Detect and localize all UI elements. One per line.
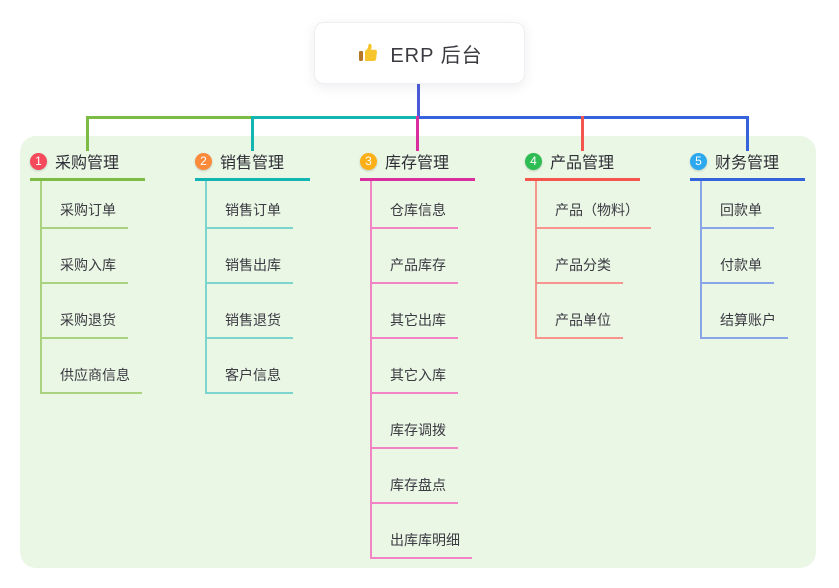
- tree-node-item[interactable]: 产品库存: [372, 229, 458, 284]
- tree-node-item[interactable]: 采购入库: [42, 229, 128, 284]
- branch-column: 5 财务管理 回款单 付款单 结算账户: [690, 150, 805, 339]
- tree-node-label: 采购入库: [60, 257, 116, 273]
- tree-node-item[interactable]: 采购退货: [42, 284, 128, 339]
- branch-items: 销售订单 销售出库 销售退货 客户信息: [205, 181, 293, 394]
- branch-title: 库存管理: [385, 155, 450, 172]
- tree-node-item[interactable]: 出库库明细: [372, 504, 472, 559]
- branch-header[interactable]: 4 产品管理: [525, 150, 640, 181]
- tree-node-label: 回款单: [720, 202, 762, 218]
- tree-node-item[interactable]: 销售退货: [207, 284, 293, 339]
- branch-items: 回款单 付款单 结算账户: [700, 181, 788, 339]
- branch-number-badge: 3: [360, 152, 377, 170]
- root-node-title: ERP 后台: [390, 44, 483, 67]
- branch-number-badge: 4: [525, 152, 542, 170]
- tree-node-item[interactable]: 产品单位: [537, 284, 623, 339]
- branch-title: 销售管理: [220, 155, 285, 172]
- tree-node-item[interactable]: 其它入库: [372, 339, 458, 394]
- tree-node-label: 其它入库: [390, 367, 446, 383]
- thumbs-up-icon: [356, 41, 380, 65]
- tree-node-item[interactable]: 供应商信息: [42, 339, 142, 394]
- tree-node-item[interactable]: 客户信息: [207, 339, 293, 394]
- tree-node-item[interactable]: 其它出库: [372, 284, 458, 339]
- branch-number-badge: 1: [30, 152, 47, 170]
- tree-node-label: 其它出库: [390, 312, 446, 328]
- branch-items: 采购订单 采购入库 采购退货 供应商信息: [40, 181, 142, 394]
- tree-node-label: 仓库信息: [390, 202, 446, 218]
- tree-node-label: 出库库明细: [390, 532, 460, 548]
- tree-node-label: 产品单位: [555, 312, 611, 328]
- tree-node-label: 付款单: [720, 257, 762, 273]
- branch-number-badge: 2: [195, 152, 212, 170]
- branch-header[interactable]: 2 销售管理: [195, 150, 310, 181]
- tree-node-label: 产品库存: [390, 257, 446, 273]
- branches-panel: [20, 136, 816, 568]
- tree-node-item[interactable]: 产品分类: [537, 229, 623, 284]
- branch-items: 仓库信息 产品库存 其它出库 其它入库 库存调拨 库存盘点 出库库明细: [370, 181, 472, 559]
- tree-node-item[interactable]: 付款单: [702, 229, 774, 284]
- tree-node-label: 采购订单: [60, 202, 116, 218]
- branch-title: 财务管理: [715, 155, 780, 172]
- tree-node-item[interactable]: 产品（物料）: [537, 181, 651, 229]
- tree-node-item[interactable]: 销售订单: [207, 181, 293, 229]
- branch-column: 2 销售管理 销售订单 销售出库 销售退货 客户信息: [195, 150, 310, 394]
- tree-node-label: 采购退货: [60, 312, 116, 328]
- tree-node-label: 产品分类: [555, 257, 611, 273]
- tree-node-item[interactable]: 仓库信息: [372, 181, 458, 229]
- tree-node-label: 销售订单: [225, 202, 281, 218]
- tree-node-item[interactable]: 库存调拨: [372, 394, 458, 449]
- branch-header[interactable]: 1 采购管理: [30, 150, 145, 181]
- tree-node-item[interactable]: 采购订单: [42, 181, 128, 229]
- tree-node-label: 产品（物料）: [555, 202, 639, 218]
- tree-node-label: 结算账户: [720, 312, 776, 328]
- branch-header[interactable]: 5 财务管理: [690, 150, 805, 181]
- root-node-erp[interactable]: ERP 后台: [314, 22, 525, 84]
- branch-column: 3 库存管理 仓库信息 产品库存 其它出库 其它入库 库存调拨 库存盘点 出库库…: [360, 150, 475, 559]
- branch-header[interactable]: 3 库存管理: [360, 150, 475, 181]
- branch-items: 产品（物料） 产品分类 产品单位: [535, 181, 651, 339]
- branch-number-badge: 5: [690, 152, 707, 170]
- branch-title: 产品管理: [550, 155, 615, 172]
- tree-node-label: 库存调拨: [390, 422, 446, 438]
- tree-node-item[interactable]: 库存盘点: [372, 449, 458, 504]
- tree-node-label: 客户信息: [225, 367, 281, 383]
- tree-node-label: 销售出库: [225, 257, 281, 273]
- tree-node-label: 销售退货: [225, 312, 281, 328]
- tree-node-label: 库存盘点: [390, 477, 446, 493]
- branch-title: 采购管理: [55, 155, 120, 172]
- branch-column: 4 产品管理 产品（物料） 产品分类 产品单位: [525, 150, 651, 339]
- tree-node-item[interactable]: 回款单: [702, 181, 774, 229]
- tree-node-item[interactable]: 销售出库: [207, 229, 293, 284]
- tree-node-item[interactable]: 结算账户: [702, 284, 788, 339]
- tree-node-label: 供应商信息: [60, 367, 130, 383]
- branch-column: 1 采购管理 采购订单 采购入库 采购退货 供应商信息: [30, 150, 145, 394]
